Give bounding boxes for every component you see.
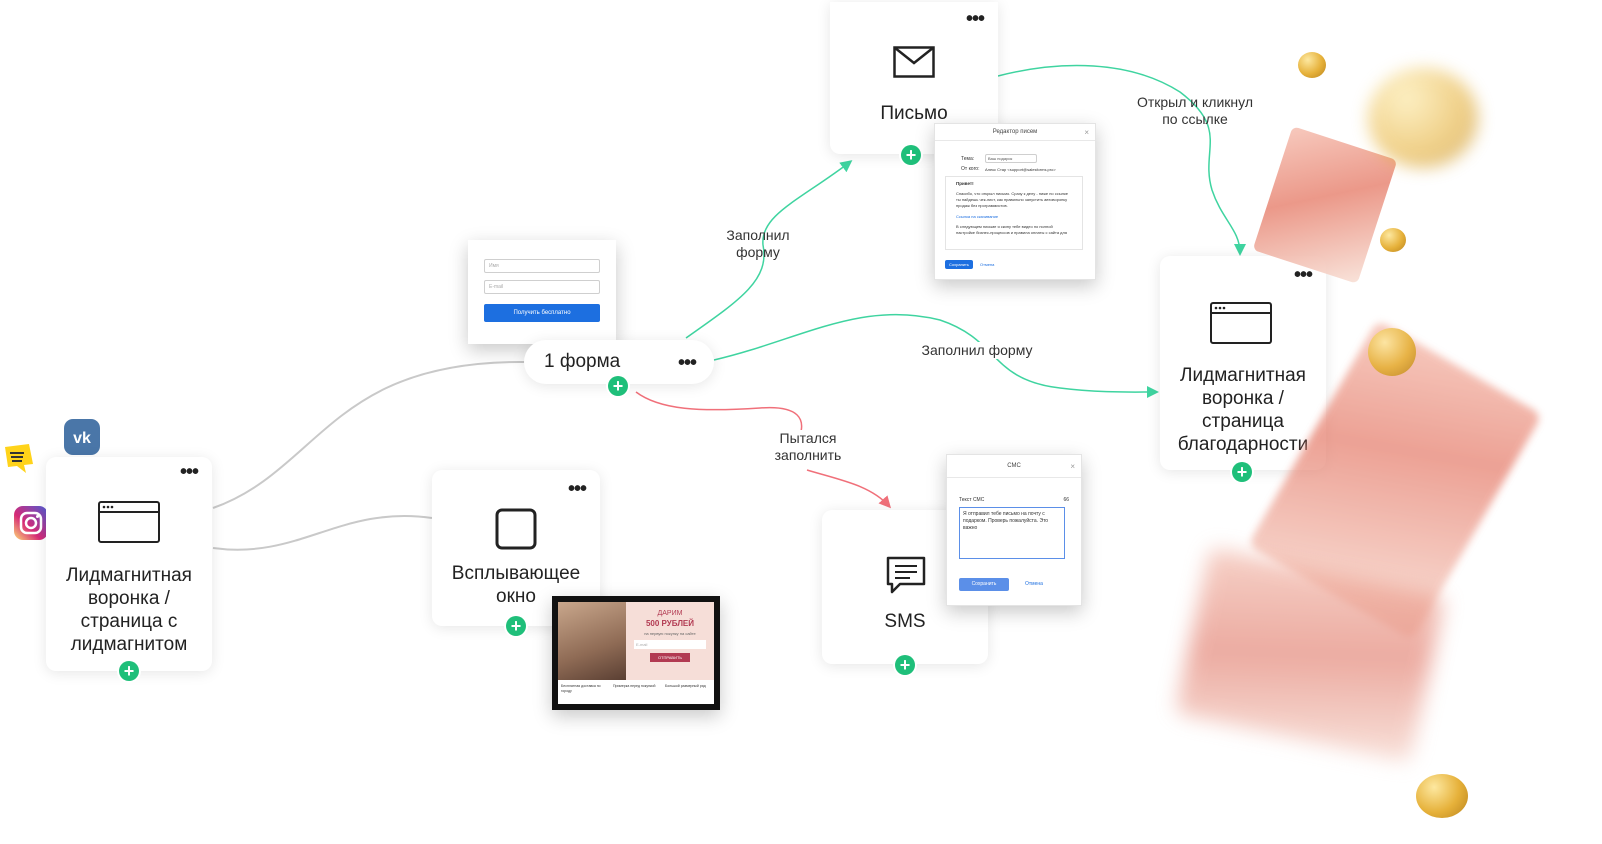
sms-save-button: Сохранить [959,578,1009,591]
email-field: E-mail [484,280,600,294]
email-footer: В следующем письме я скину тебе видео по… [956,224,1067,235]
sms-editor-preview: СМС× Текст СМС 66 Я отправил тебе письмо… [946,454,1082,606]
add-step-button[interactable]: + [901,145,921,165]
popup-feature: Большой размерный ряд [665,684,706,688]
popup-photo [558,602,626,680]
more-menu-icon[interactable]: ••• [567,478,587,500]
yandex-direct-icon [2,444,36,474]
coin-decoration [1416,774,1468,818]
add-step-button[interactable]: + [119,661,139,681]
email-greeting: Привет! [956,181,974,186]
svg-text:vk: vk [73,430,91,447]
popup-send-button: ОТПРАВИТЬ [650,653,690,662]
get-free-button: Получить бесплатно [484,304,600,322]
popup-email-field: E-mail [634,640,706,649]
more-menu-icon[interactable]: ••• [677,352,697,374]
node-thanks[interactable]: ••• Лидмагнитная воронка / страница благ… [1160,256,1326,470]
line-form-to-sms [635,391,889,506]
email-editor-preview: Редактор писем× Тема: Ваш подарок От ког… [934,123,1096,280]
popup-square-icon [495,508,537,555]
from-value: Алекс Стар <support@salesforms.pro> [985,167,1056,172]
node-title: Лидмагнитная воронка / страница с лидмаг… [66,565,192,655]
popup-amount: 500 РУБЛЕЙ [645,619,695,628]
instagram-icon [14,506,48,540]
popup-preview: ДАРИМ 500 РУБЛЕЙ на первую покупку на са… [552,596,720,710]
popup-feature: Бесплатная доставка по городу [561,684,601,693]
vk-icon: vk [64,419,100,455]
node-letter[interactable]: ••• Письмо [830,2,998,154]
sms-text-label: Текст СМС [959,497,985,503]
node-title: Письмо [880,103,948,124]
subject-field: Ваш подарок [985,154,1037,163]
more-menu-icon[interactable]: ••• [179,461,199,483]
line-letter-to-thanks [997,64,1246,256]
node-title: SMS [884,611,926,632]
node-title: Всплывающее окно [451,563,581,607]
node-landing[interactable]: ••• Лидмагнитная воронка / страница с ли… [46,457,212,671]
sms-bubble-icon [886,556,926,601]
edge-label-form-to-thanks: Заполнил форму [912,342,1042,359]
more-menu-icon[interactable]: ••• [965,8,985,30]
email-editor-title: Редактор писем× [935,124,1095,141]
envelope-icon [893,46,935,83]
coin-decoration [1298,52,1326,78]
line-form-to-letter [685,160,853,339]
add-step-button[interactable]: + [506,616,526,636]
coin-decoration [1368,68,1478,168]
edge-label-form-to-sms: Пытался заполнить [766,430,850,464]
edge-label-form-to-letter: Заполнил форму [726,227,790,260]
email-save-button: Сохранить [945,260,973,269]
add-step-button[interactable]: + [1232,462,1252,482]
email-link: Ссылка на скачивание [956,214,999,219]
browser-window-icon [98,501,160,548]
node-title: 1 форма [544,351,621,372]
sms-text-field: Я отправил тебе письмо на почту с подарк… [959,507,1065,559]
subject-label: Тема: [961,156,975,162]
from-label: От кого: [961,166,980,172]
browser-window-icon [1210,302,1272,349]
add-step-button[interactable]: + [895,655,915,675]
popup-subtitle: на первую покупку на сайте [644,631,696,636]
email-cancel-link: Отмена [980,262,995,267]
node-form[interactable]: 1 форма ••• [524,340,714,384]
coin-decoration [1380,228,1406,252]
name-field: Имя [484,259,600,273]
form-preview: Имя E-mail Получить бесплатно [468,240,616,344]
popup-heading: ДАРИМ [657,610,683,617]
edge-label-letter-to-thanks: Открыл и кликнул по ссылке [1136,94,1254,127]
coin-decoration [1368,328,1416,376]
sms-cancel-link: Отмена [1025,581,1043,587]
more-menu-icon[interactable]: ••• [1293,264,1313,286]
sms-char-count: 66 [1063,497,1069,503]
line-landing-to-popup [212,515,433,551]
popup-feature: Примерка перед покупкой [613,684,656,688]
line-form-to-thanks [713,313,1159,399]
line-landing-to-form [212,360,526,509]
email-body: Спасибо, что открыл письмо. Сразу к делу… [956,191,1068,208]
node-title: Лидмагнитная воронка / страница благодар… [1177,365,1309,455]
add-step-button[interactable]: + [608,376,628,396]
sms-editor-title: СМС× [947,455,1081,478]
